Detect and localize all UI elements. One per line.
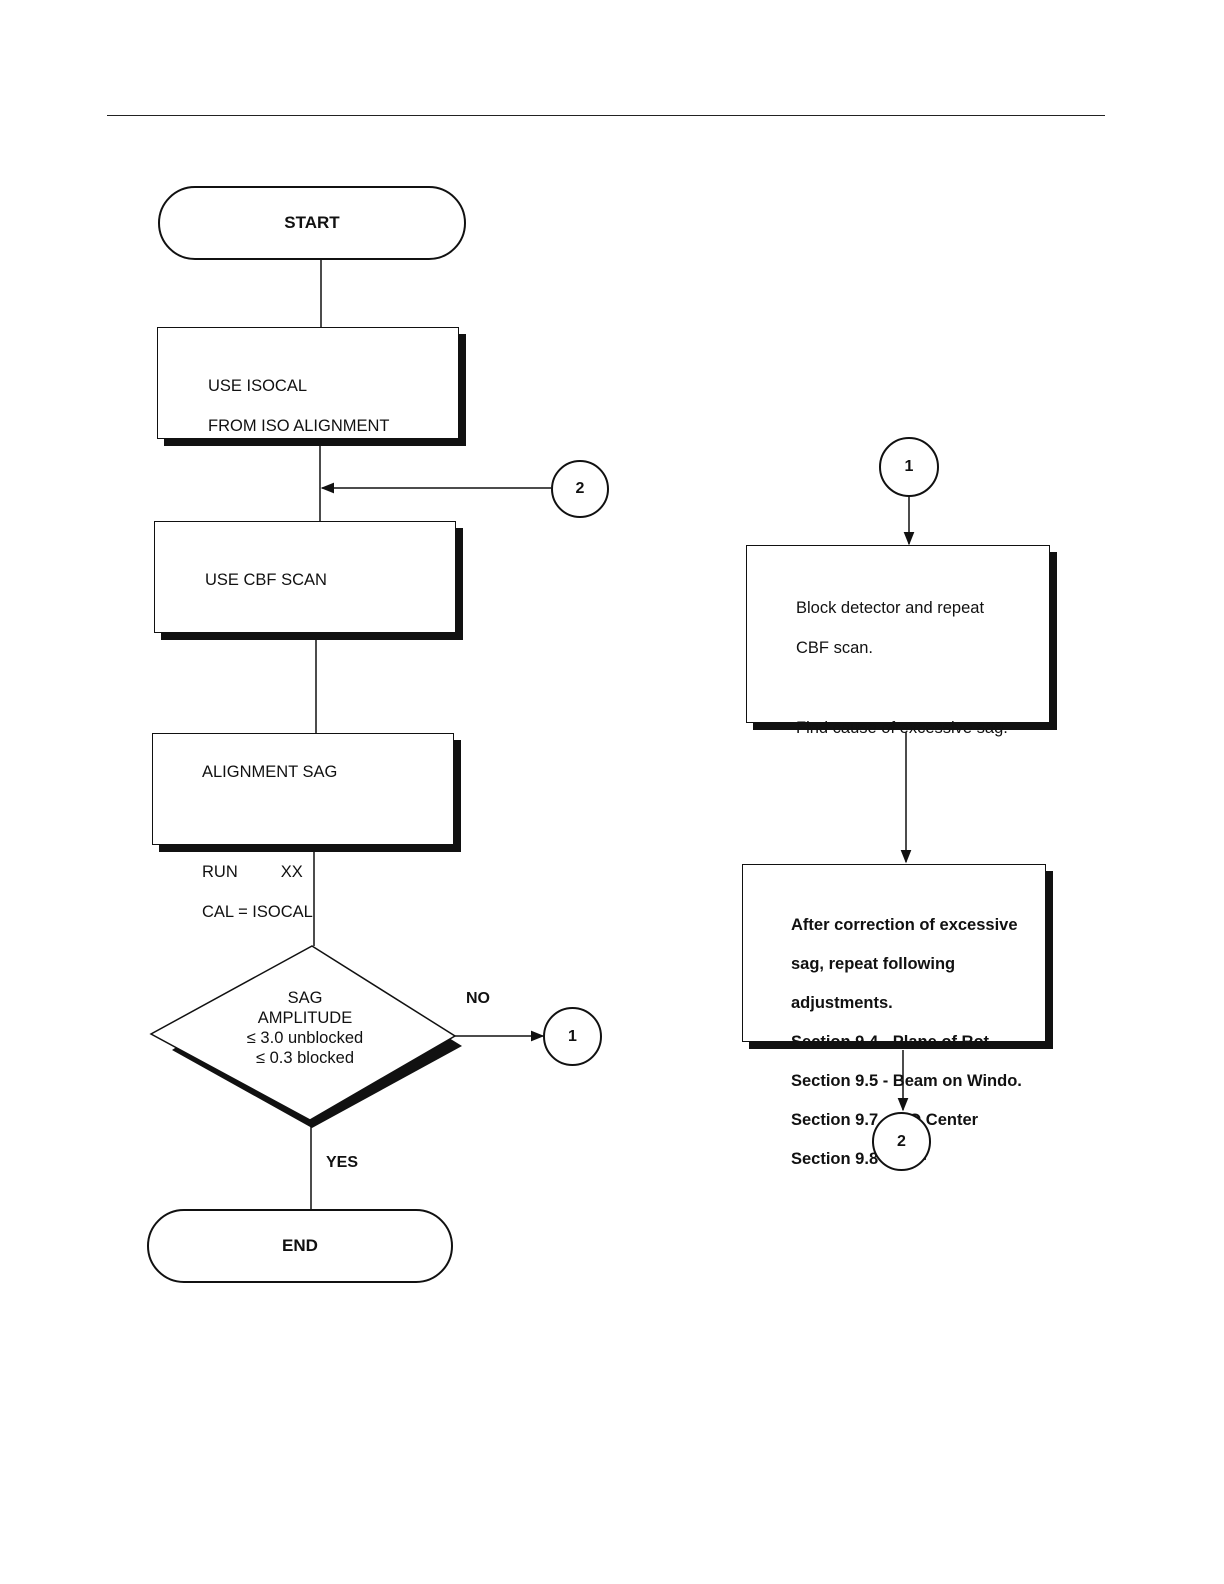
after-line-1: After correction of excessive bbox=[791, 915, 1018, 934]
step-use-cbf-scan: USE CBF SCAN bbox=[154, 521, 456, 633]
decision-diamond bbox=[149, 945, 457, 1121]
connector-2-left-label: 2 bbox=[575, 480, 585, 497]
decision-text: SAG AMPLITUDE ≤ 3.0 unblocked ≤ 0.3 bloc… bbox=[200, 988, 410, 1068]
alignment-title: ALIGNMENT SAG bbox=[202, 763, 338, 781]
block-line-1: Block detector and repeat bbox=[796, 599, 985, 617]
branch-no-label: NO bbox=[466, 990, 490, 1007]
connector-1-right: 1 bbox=[879, 437, 939, 497]
block-line-3 bbox=[796, 678, 1049, 698]
start-label: START bbox=[284, 213, 340, 232]
after-line-2: sag, repeat following bbox=[791, 954, 956, 973]
alignment-run-label: RUN bbox=[202, 863, 238, 881]
alignment-run-line: RUN XX bbox=[202, 842, 453, 882]
alignment-cal-line: CAL = ISOCAL bbox=[202, 903, 313, 921]
end-label: END bbox=[282, 1236, 318, 1255]
header-rule bbox=[107, 115, 1105, 116]
decision-line-1: SAG bbox=[287, 989, 323, 1007]
after-line-4: Section 9.4 - Plane of Rot. bbox=[791, 1032, 994, 1051]
connector-1-right-label: 1 bbox=[904, 458, 914, 475]
step-block-detector: Block detector and repeat CBF scan. Find… bbox=[746, 545, 1050, 737]
after-line-3: adjustments. bbox=[791, 993, 893, 1012]
step-after-correction: After correction of excessive sag, repea… bbox=[742, 864, 1046, 1168]
isocal-line-1: USE ISOCAL bbox=[208, 377, 308, 395]
isocal-line-2: FROM ISO ALIGNMENT bbox=[208, 417, 390, 435]
start-terminal: START bbox=[158, 186, 466, 260]
connector-1-left: 1 bbox=[543, 1007, 602, 1066]
alignment-run-value: XX bbox=[280, 863, 303, 881]
connector-2-right-label: 2 bbox=[897, 1132, 906, 1150]
branch-yes-label: YES bbox=[326, 1154, 359, 1171]
block-line-2: CBF scan. bbox=[796, 639, 874, 657]
after-line-5: Section 9.5 - Beam on Windo. bbox=[791, 1071, 1022, 1090]
decision-line-2: AMPLITUDE bbox=[257, 1009, 353, 1027]
cbf-scan-label: USE CBF SCAN bbox=[205, 571, 327, 589]
decision-line-4: ≤ 0.3 blocked bbox=[255, 1049, 355, 1067]
step-alignment-sag: ALIGNMENT SAG RUN XX CAL = ISOCAL bbox=[152, 733, 454, 921]
connector-2-right: 2 bbox=[872, 1112, 931, 1171]
decision-line-3: ≤ 3.0 unblocked bbox=[246, 1029, 364, 1047]
connector-1-left-label: 1 bbox=[568, 1027, 577, 1045]
step-use-isocal: USE ISOCAL FROM ISO ALIGNMENT bbox=[157, 327, 459, 439]
end-terminal: END bbox=[147, 1209, 453, 1283]
connector-2-left: 2 bbox=[551, 460, 609, 518]
block-line-4: Find cause of excessive sag. bbox=[796, 719, 1008, 737]
